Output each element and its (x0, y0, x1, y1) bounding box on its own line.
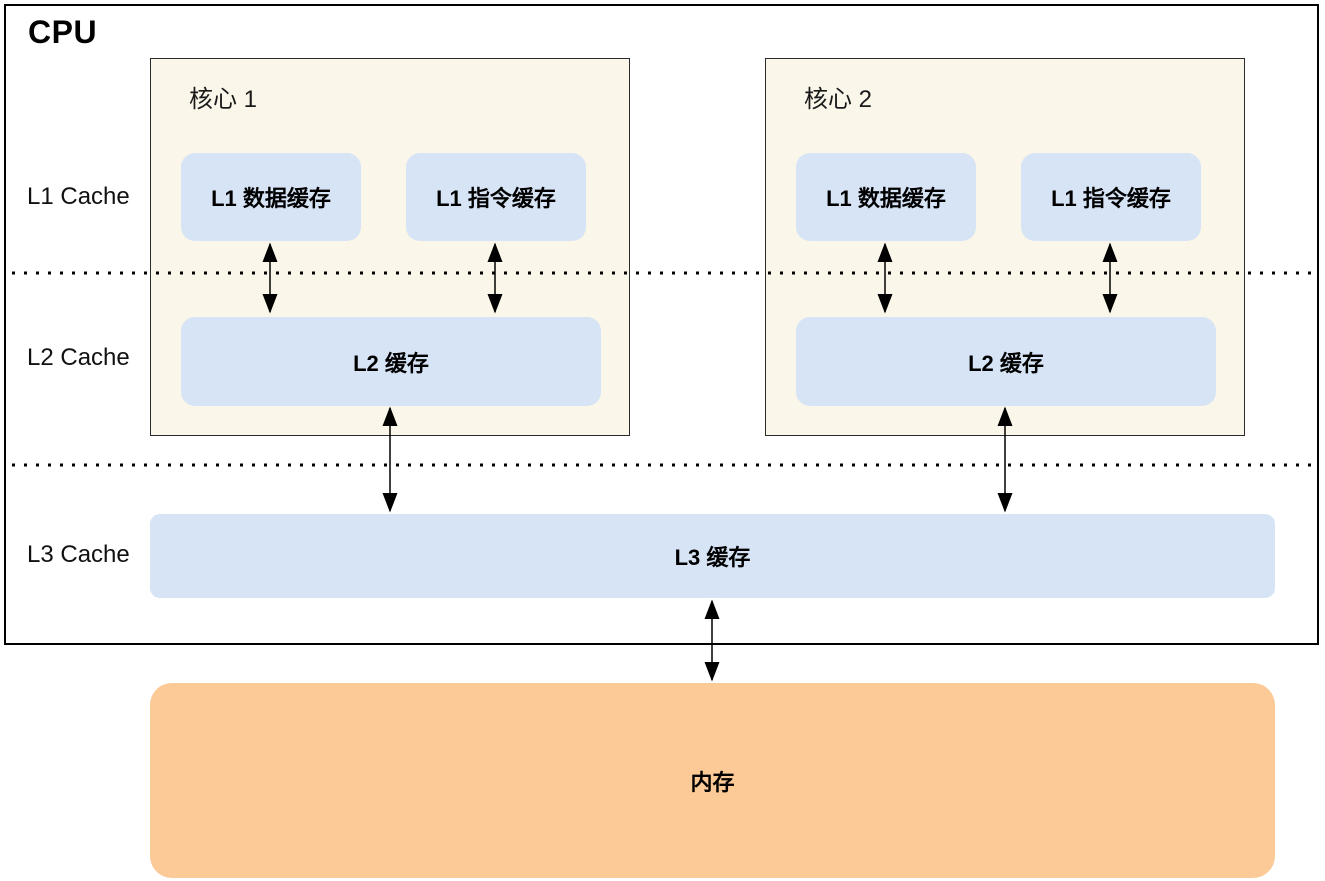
core-2-l1-instruction-cache-label: L1 指令缓存 (1051, 186, 1171, 211)
core-1-l2-cache-label: L2 缓存 (353, 350, 429, 376)
core-2-l1-instruction-cache-box: L1 指令缓存 (1021, 153, 1201, 241)
core-2-l2-cache-label: L2 缓存 (968, 350, 1044, 376)
row-label-l1-cache: L1 Cache (27, 183, 130, 210)
core-1-l1-data-cache-box: L1 数据缓存 (181, 153, 361, 241)
row-label-l3-cache: L3 Cache (27, 541, 130, 568)
cpu-container (4, 4, 1319, 645)
core-1-l2-cache-box: L2 缓存 (181, 317, 601, 406)
memory-label: 内存 (690, 769, 735, 795)
core-1-label: 核心 1 (189, 86, 258, 113)
core-1-l1-instruction-cache-label: L1 指令缓存 (436, 186, 556, 211)
core-1-l1-data-cache-label: L1 数据缓存 (211, 186, 331, 211)
core-2-label: 核心 2 (804, 86, 873, 113)
l3-cache-box: L3 缓存 (150, 514, 1275, 598)
cpu-title: CPU (28, 14, 98, 50)
core-2-box: 核心 2 L1 数据缓存 L1 指令缓存 L2 缓存 (765, 58, 1245, 436)
core-1-l1-instruction-cache-box: L1 指令缓存 (406, 153, 586, 241)
core-2-l1-data-cache-label: L1 数据缓存 (826, 186, 946, 211)
core-1-box: 核心 1 L1 数据缓存 L1 指令缓存 L2 缓存 (150, 58, 630, 436)
core-2-l1-data-cache-box: L1 数据缓存 (796, 153, 976, 241)
memory-box: 内存 (150, 683, 1275, 878)
row-label-l2-cache: L2 Cache (27, 344, 130, 371)
core-2-l2-cache-box: L2 缓存 (796, 317, 1216, 406)
l3-cache-label: L3 缓存 (674, 545, 751, 570)
